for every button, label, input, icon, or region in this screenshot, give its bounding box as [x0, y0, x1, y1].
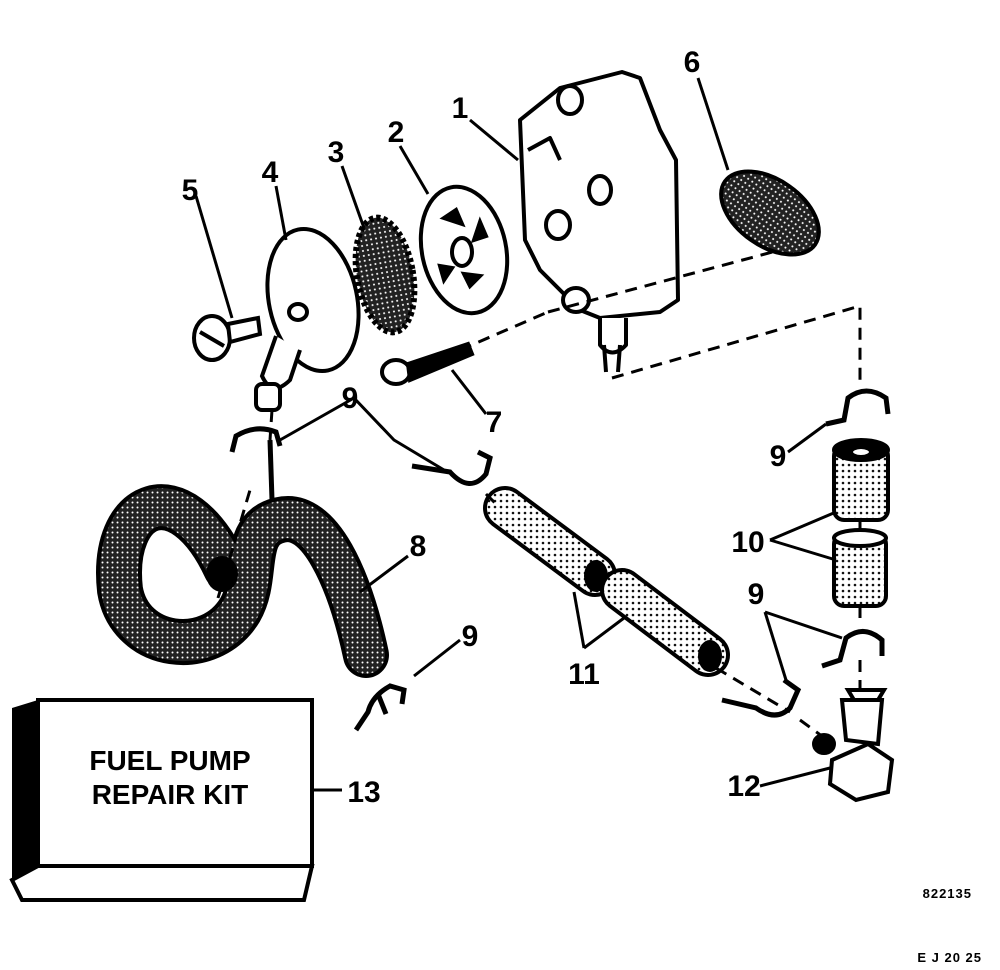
diaphragm-part-3	[352, 214, 418, 336]
screen-part-6	[719, 169, 821, 257]
leader-lines	[194, 77, 843, 792]
callout-6: 6	[684, 46, 701, 79]
clamp-part-9-right-mid	[821, 629, 885, 669]
callout-9-upper: 9	[342, 382, 359, 415]
screw-part-5	[192, 314, 263, 362]
callout-9-right-top: 9	[770, 440, 787, 473]
assembly-lines	[216, 248, 862, 744]
repair-kit-box-part-13: FUEL PUMP REPAIR KIT	[9, 698, 315, 902]
callout-5: 5	[182, 174, 199, 207]
filter-part-10b	[832, 528, 888, 608]
callout-12: 12	[727, 770, 760, 803]
cover-part-4	[254, 226, 361, 412]
callout-7: 7	[486, 406, 503, 439]
hose-part-8	[96, 484, 389, 678]
callout-10: 10	[731, 526, 764, 559]
kit-label-line-1: FUEL PUMP	[89, 745, 250, 776]
callout-3: 3	[328, 136, 345, 169]
callout-9-right-mid: 9	[748, 578, 765, 611]
clamp-part-9-lower	[721, 677, 802, 718]
diaphragm-plate-part-2	[418, 184, 510, 316]
callout-numbers: 1 2 3 4 5 6 7 8 9 9 9 9 9 10 11 12 13	[182, 46, 787, 809]
callout-9-left: 9	[462, 620, 479, 653]
callout-1: 1	[452, 92, 469, 125]
callout-4: 4	[262, 156, 279, 189]
kit-label-line-2: REPAIR KIT	[92, 779, 249, 810]
pump-body-part-1	[518, 70, 680, 373]
clamp-part-9-center	[411, 449, 493, 486]
callout-8: 8	[410, 530, 427, 563]
callout-11: 11	[568, 658, 600, 691]
clamp-part-9-right-top	[825, 388, 891, 427]
hose-part-11b	[600, 568, 730, 677]
callout-2: 2	[388, 116, 405, 149]
hose-part-11a	[483, 486, 617, 597]
clamp-part-9-top-left	[229, 426, 283, 501]
figure-number: 822135	[923, 886, 972, 901]
fitting-part-12	[812, 688, 895, 803]
callout-13: 13	[347, 776, 380, 809]
page-code: E J 20 25	[917, 950, 982, 965]
clamp-part-9-bottom-left	[353, 683, 407, 732]
filter-part-10a	[832, 438, 890, 522]
screw-part-7	[380, 341, 475, 386]
